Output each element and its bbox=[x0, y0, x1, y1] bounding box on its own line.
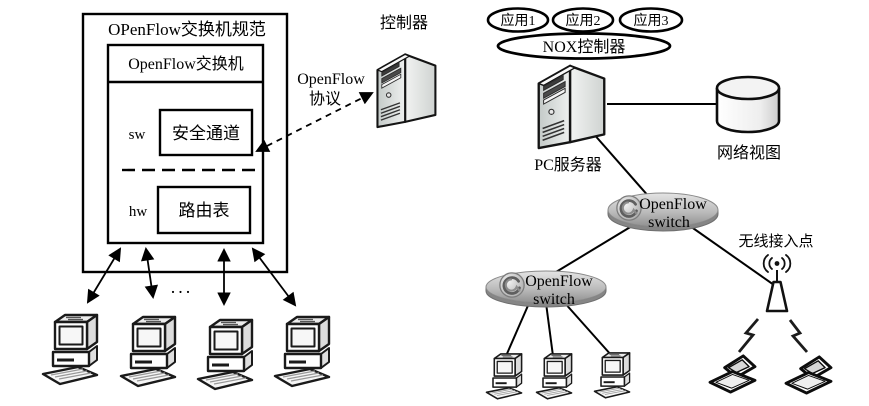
host-links bbox=[86, 246, 297, 307]
pc-server-label: PC服务器 bbox=[534, 156, 602, 174]
switch1-label-line1: OpenFlow bbox=[639, 196, 707, 213]
routing-table-box bbox=[156, 185, 252, 235]
routing-table-label: 路由表 bbox=[179, 201, 230, 220]
openflow-switch2: OpenFlow switch bbox=[485, 270, 607, 308]
secure-channel-box bbox=[158, 108, 254, 157]
lightning-bolt-icon bbox=[788, 319, 809, 353]
right-links bbox=[505, 103, 775, 357]
server-to-switch1-link bbox=[591, 131, 651, 199]
host-link-arrow bbox=[251, 247, 297, 307]
switch2-to-host-link bbox=[545, 302, 554, 357]
openflow-spec-diagram: OPenFlow交换机规范 OpenFlow交换机 sw 安全通道 hw 路由表… bbox=[41, 12, 437, 391]
nox-controller-ellipse bbox=[496, 32, 672, 60]
switch-swirl-icon bbox=[615, 194, 643, 222]
switch-box-title: OpenFlow交换机 bbox=[128, 55, 244, 73]
host-link-arrow bbox=[86, 247, 122, 304]
spec-outer-box-title: OPenFlow交换机规范 bbox=[108, 20, 266, 39]
switch2-to-host-link bbox=[562, 300, 613, 357]
desktop-computer-icon bbox=[535, 352, 573, 400]
laptop-icon bbox=[708, 354, 757, 394]
switch2-label-line2: switch bbox=[533, 291, 575, 308]
switch1-to-ap-link bbox=[689, 225, 775, 286]
desktop-computer-icon bbox=[196, 318, 254, 391]
access-point-icon bbox=[762, 254, 792, 313]
protocol-label-line2: 协议 bbox=[309, 90, 341, 108]
app3-label: 应用3 bbox=[634, 12, 669, 29]
lightning-bolt-icon bbox=[737, 318, 760, 353]
desktop-computer-icon bbox=[273, 315, 331, 388]
wireless-links bbox=[737, 318, 809, 353]
controller-server-icon bbox=[376, 53, 437, 129]
controller-label: 控制器 bbox=[380, 14, 428, 32]
network-view-label: 网络视图 bbox=[717, 143, 781, 162]
pc-server-icon bbox=[537, 64, 606, 150]
desktop-computer-icon bbox=[41, 313, 99, 386]
app2-label: 应用2 bbox=[566, 12, 601, 29]
host-link-arrow bbox=[140, 246, 159, 300]
laptop-icon bbox=[784, 355, 833, 395]
sw-label: sw bbox=[129, 127, 146, 143]
network-view-cylinder-icon bbox=[715, 75, 781, 134]
app1-ellipse bbox=[486, 7, 550, 33]
hw-label: hw bbox=[129, 204, 148, 220]
hosts-ellipsis: ... bbox=[171, 277, 194, 297]
wireless-ap-label: 无线接入点 bbox=[738, 233, 813, 250]
radio-waves-icon bbox=[762, 254, 792, 273]
desktop-computer-icon bbox=[119, 315, 177, 388]
switch-swirl-icon bbox=[498, 271, 526, 299]
protocol-label-line1: OpenFlow bbox=[297, 71, 365, 88]
switch2-label-line1: OpenFlow bbox=[525, 273, 593, 290]
desktop-computer-icon bbox=[593, 351, 631, 399]
switch2-to-host-link bbox=[505, 300, 531, 357]
app3-ellipse bbox=[618, 7, 684, 33]
openflow-switch1: OpenFlow switch bbox=[607, 192, 719, 232]
switch1-to-switch2-link bbox=[555, 225, 633, 273]
app2-ellipse bbox=[551, 7, 615, 33]
app1-label: 应用1 bbox=[501, 12, 536, 29]
secure-channel-label: 安全通道 bbox=[172, 124, 240, 143]
desktop-computer-icon bbox=[485, 352, 523, 400]
nox-controller-label: NOX控制器 bbox=[543, 38, 626, 56]
switch1-label-line2: switch bbox=[648, 214, 690, 231]
nox-architecture-diagram: 应用1 应用2 应用3 NOX控制器 PC服务器 网络视图 bbox=[485, 7, 833, 400]
